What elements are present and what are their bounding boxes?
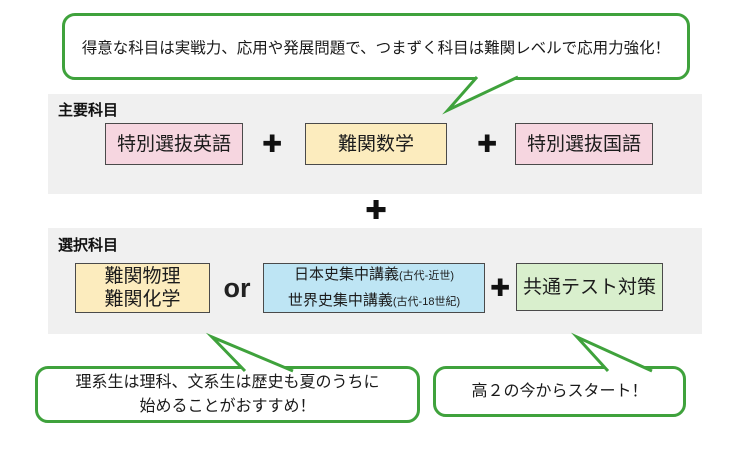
plus-icon: ✚ (365, 194, 387, 225)
main-subjects-section: 主要科目 特別選抜英語 ✚ 難関数学 ✚ 特別選抜国語 (48, 94, 702, 194)
elective-section-label: 選択科目 (58, 237, 119, 254)
bottom-left-speech-bubble: 理系生は理科、文系生は歴史も夏のうちに 始めることがおすすめ！ (35, 366, 420, 423)
japanese-history-label: 日本史集中講義 (293, 266, 399, 283)
subject-box-math: 難関数学 (305, 123, 447, 165)
subject-box-science: 難関物理 難関化学 (75, 263, 210, 313)
bottom-right-speech-bubble: 高２の今からスタート！ (433, 366, 686, 417)
plus-icon: ✚ (476, 130, 498, 158)
common-test-label: 共通テスト対策 (522, 276, 656, 298)
main-section-label: 主要科目 (58, 102, 119, 119)
plus-icon: ✚ (489, 274, 511, 302)
subject-box-japanese: 特別選抜国語 (515, 123, 653, 165)
bottom-left-bubble-line1: 理系生は理科、文系生は歴史も夏のうちに (75, 373, 380, 391)
world-history-note: (古代-18世紀) (392, 296, 461, 308)
bottom-left-bubble-line2: 始めることがおすすめ！ (139, 397, 316, 415)
or-label: or (223, 272, 251, 303)
science-line-physics: 難関物理 (104, 266, 181, 287)
top-speech-bubble: 得意な科目は実戦力、応用や発展問題で、つまずく科目は難関レベルで応用力強化！ (62, 13, 690, 80)
plus-icon: ✚ (261, 130, 283, 158)
subject-box-history: 日本史集中講義(古代-近世) 世界史集中講義(古代-18世紀) (263, 263, 485, 313)
history-line-world: 世界史集中講義(古代-18世紀) (288, 288, 460, 314)
world-history-label: 世界史集中講義 (287, 292, 393, 309)
bottom-right-bubble-text: 高２の今からスタート！ (471, 382, 648, 400)
japanese-history-note: (古代-近世) (399, 270, 454, 282)
science-line-chemistry: 難関化学 (104, 289, 181, 310)
top-bubble-text: 得意な科目は実戦力、応用や発展問題で、つまずく科目は難関レベルで応用力強化！ (81, 39, 671, 57)
subject-box-common-test: 共通テスト対策 (516, 263, 663, 311)
history-line-japanese: 日本史集中講義(古代-近世) (294, 262, 454, 288)
subject-box-english: 特別選抜英語 (105, 123, 243, 165)
subject-box-math-label: 難関数学 (337, 133, 414, 155)
elective-subjects-section: 選択科目 難関物理 難関化学 or 日本史集中講義(古代-近世) 世界史集中講義… (48, 228, 702, 334)
subject-box-english-label: 特別選抜英語 (116, 133, 231, 155)
subject-box-japanese-label: 特別選抜国語 (526, 133, 641, 155)
